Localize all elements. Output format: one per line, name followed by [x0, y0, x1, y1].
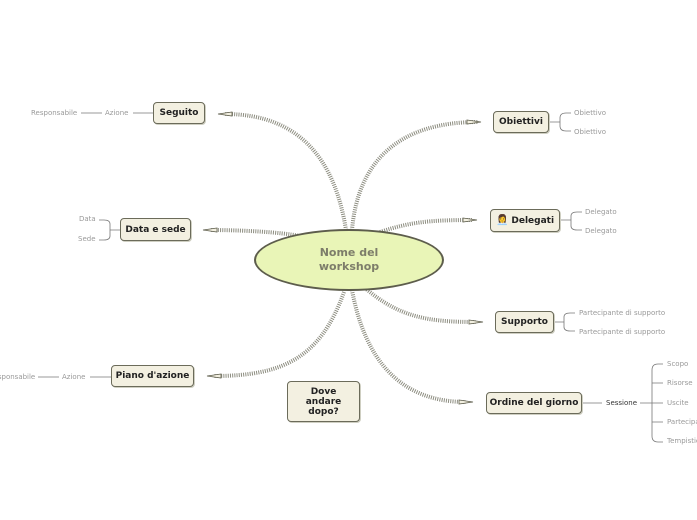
leaf-obiettivo-2[interactable]: Obiettivo — [574, 128, 607, 136]
branch-ordine-del-giorno[interactable]: Ordine del giorno — [486, 392, 582, 414]
leaf-seguito-responsabile[interactable]: Responsabile — [31, 109, 78, 117]
person-icon: 👩‍💼 — [495, 215, 509, 226]
leaf-partecipante-supporto-1[interactable]: Partecipante di supporto — [579, 309, 666, 317]
leaf-partecipante-supporto-2[interactable]: Partecipante di supporto — [579, 328, 666, 336]
leaf-delegato-1[interactable]: Delegato — [585, 208, 617, 216]
leaf-obiettivo-1[interactable]: Obiettivo — [574, 109, 607, 117]
leaf-sessione[interactable]: Sessione — [606, 399, 638, 407]
leaf-piano-responsabile[interactable]: Responsabile — [0, 373, 36, 381]
leaf-seguito-azione[interactable]: Azione — [105, 109, 129, 117]
branch-obiettivi-label: Obiettivi — [499, 117, 543, 127]
leaf-scopo[interactable]: Scopo — [667, 360, 689, 368]
branch-supporto-label: Supporto — [501, 317, 548, 327]
branch-obiettivi[interactable]: Obiettivi — [493, 111, 549, 133]
branch-data-e-sede[interactable]: Data e sede — [120, 218, 191, 241]
floating-topic-label: Dove andare dopo? — [305, 386, 342, 417]
leaf-risorse[interactable]: Risorse — [667, 379, 693, 387]
central-topic[interactable]: Nome del workshop — [254, 229, 444, 291]
central-topic-label: Nome del workshop — [318, 246, 380, 273]
branch-data-e-sede-label: Data e sede — [125, 224, 186, 235]
leaf-data[interactable]: Data — [79, 215, 96, 223]
branch-seguito[interactable]: Seguito — [153, 102, 205, 124]
leaf-piano-azione[interactable]: Azione — [62, 373, 86, 381]
leaf-sede[interactable]: Sede — [78, 235, 96, 243]
branch-seguito-label: Seguito — [159, 108, 199, 118]
leaf-tempistica[interactable]: Tempistica — [667, 437, 697, 445]
floating-topic[interactable]: Dove andare dopo? — [287, 381, 360, 422]
branch-delegati[interactable]: 👩‍💼 Delegati — [490, 209, 560, 232]
leaf-partecipanti[interactable]: Partecipanti — [667, 418, 697, 426]
branch-piano-d-azione[interactable]: Piano d'azione — [111, 365, 194, 387]
branch-supporto[interactable]: Supporto — [495, 311, 554, 333]
branch-ordine-del-giorno-label: Ordine del giorno — [489, 398, 579, 408]
leaf-delegato-2[interactable]: Delegato — [585, 227, 617, 235]
branch-delegati-label: Delegati — [511, 215, 555, 226]
branch-piano-d-azione-label: Piano d'azione — [115, 371, 190, 381]
leaf-uscite[interactable]: Uscite — [667, 399, 689, 407]
